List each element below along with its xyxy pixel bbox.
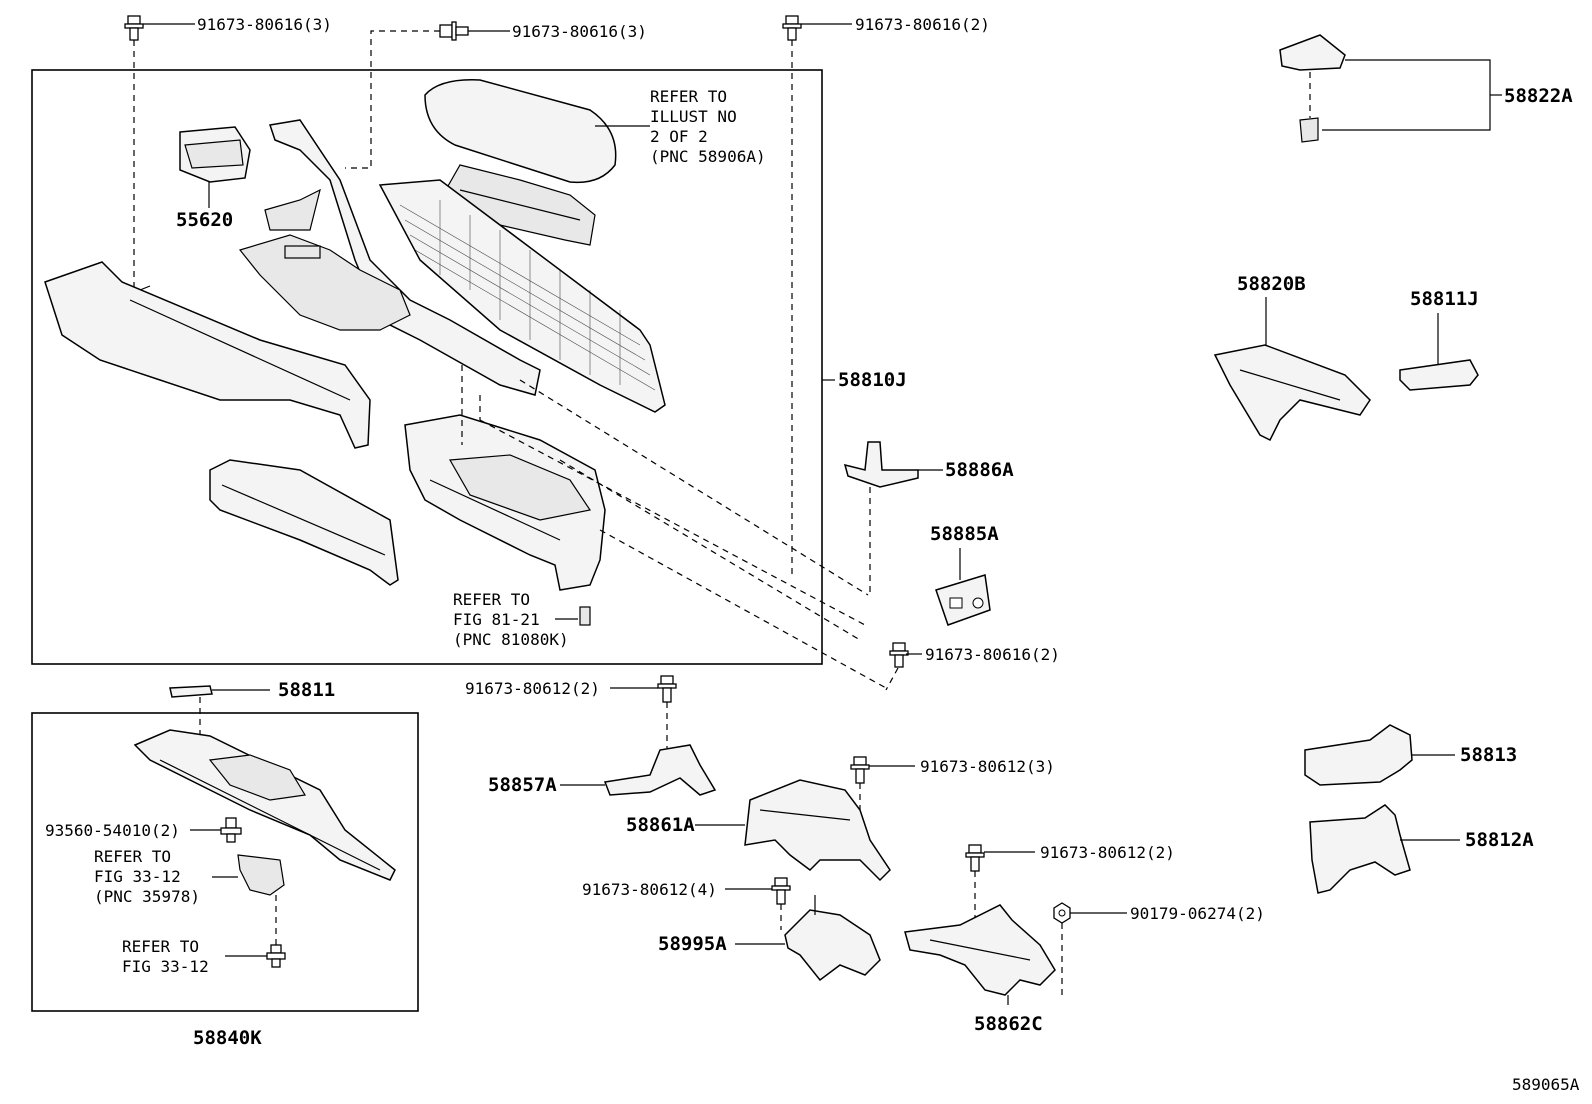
part-58811-illustration: [169, 685, 213, 698]
callout-clip-93560: 93560-54010(2): [45, 821, 180, 840]
callout-bolt-top-left: 91673-80616(3): [197, 15, 332, 34]
callout-58885A: 58885A: [930, 523, 999, 545]
callout-58840K: 58840K: [193, 1027, 262, 1049]
callout-screw-80612-3: 91673-80612(3): [920, 757, 1055, 776]
part-58820B-illustration: [1213, 344, 1371, 442]
nut-icon: [1053, 902, 1071, 924]
shift-trim-panel: [269, 119, 541, 396]
callout-nut-90179: 90179-06274(2): [1130, 904, 1265, 923]
fig81-ref-line2: FIG 81-21: [453, 610, 540, 629]
bolt-icon: [889, 642, 909, 668]
console-side-panel: [44, 261, 371, 449]
fig33-ref-b-line1: REFER TO: [122, 937, 199, 956]
part-58885A-illustration: [935, 574, 991, 626]
armrest-ref-line3: 2 OF 2: [650, 127, 708, 146]
callout-bolt-mid-right: 91673-80616(2): [925, 645, 1060, 664]
callout-58861A: 58861A: [626, 814, 695, 836]
callout-58862C: 58862C: [974, 1013, 1043, 1035]
callout-58813: 58813: [1460, 744, 1517, 766]
fig33-ref-a-line1: REFER TO: [94, 847, 171, 866]
callout-58812A: 58812A: [1465, 829, 1534, 851]
connector-icon: [579, 606, 591, 626]
switch-panel-58840K: [133, 729, 396, 881]
part-55620-illustration: [179, 126, 251, 208]
callout-58995A: 58995A: [658, 933, 727, 955]
armrest-ref-line1: REFER TO: [650, 87, 727, 106]
assembly-box-58810J: [31, 69, 823, 665]
fig81-ref-line3: (PNC 81080K): [453, 630, 569, 649]
fig81-ref-line1: REFER TO: [453, 590, 530, 609]
clip-icon: [220, 817, 242, 843]
part-58812A-illustration: [1309, 804, 1411, 894]
part-58811J-illustration: [1399, 359, 1479, 391]
fig33-ref-b-line2: FIG 33-12: [122, 957, 209, 976]
fig33-ref-a-line3: (PNC 35978): [94, 887, 200, 906]
callout-screw-80612-4: 91673-80612(4): [582, 880, 717, 899]
screw-icon: [771, 877, 791, 905]
armrest-ref-line4: (PNC 58906A): [650, 147, 766, 166]
callout-58857A: 58857A: [488, 774, 557, 796]
screw-icon: [850, 756, 870, 784]
callout-screw-80612-2-right: 91673-80612(2): [1040, 843, 1175, 862]
lower-side-bracket: [209, 459, 399, 586]
callout-58820B: 58820B: [1237, 273, 1306, 295]
armrest-ref-line2: ILLUST NO: [650, 107, 737, 126]
screw-icon: [965, 844, 985, 872]
bolt-icon: [782, 15, 802, 41]
part-58861A-illustration: [744, 779, 891, 882]
part-58886A-illustration: [843, 441, 919, 488]
callout-screw-80612-2-top: 91673-80612(2): [465, 679, 600, 698]
callout-bolt-top-right: 91673-80616(2): [855, 15, 990, 34]
switch-connector-illustration: [237, 854, 285, 896]
shift-bezel: [238, 234, 411, 331]
armrest-lid: [424, 79, 617, 184]
bolt-icon: [124, 15, 144, 41]
part-58857A-illustration: [603, 744, 717, 796]
callout-bolt-top-mid: 91673-80616(3): [512, 22, 647, 41]
screw-icon: [657, 675, 677, 703]
part-58995A-illustration: [784, 909, 881, 982]
callout-58822A: 58822A: [1504, 85, 1573, 107]
callout-58811: 58811: [278, 679, 335, 701]
callout-55620: 55620: [176, 209, 233, 231]
callout-58811J: 58811J: [1410, 288, 1479, 310]
bolt-icon: [439, 21, 469, 41]
part-58822A-illustration: [1279, 34, 1346, 143]
fig33-ref-a-line2: FIG 33-12: [94, 867, 181, 886]
assembly-box-58840K: [31, 712, 419, 1012]
screw-icon: [266, 944, 286, 968]
catalog-code: 589065A: [1512, 1075, 1580, 1094]
part-58813-illustration: [1304, 724, 1413, 786]
callout-58886A: 58886A: [945, 459, 1014, 481]
callout-58810J: 58810J: [838, 369, 907, 391]
